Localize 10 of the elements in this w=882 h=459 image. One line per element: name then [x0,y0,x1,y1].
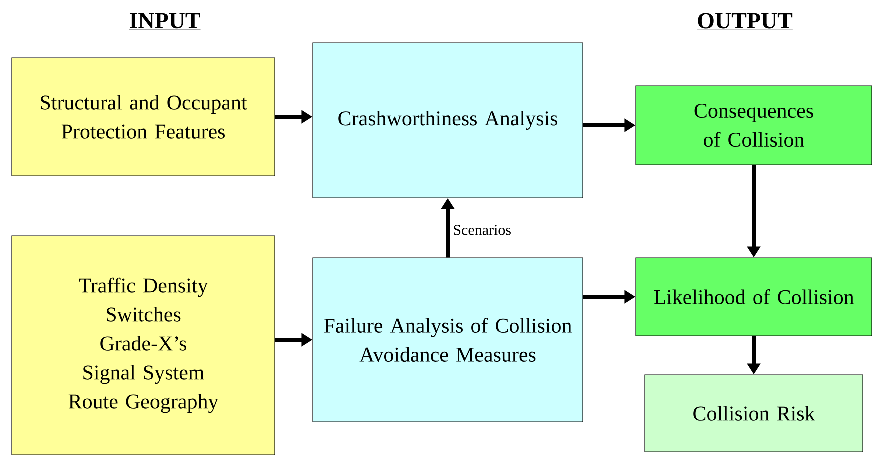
process-box: Structural and Occupant Protection Features [12,58,276,176]
process-box: Collision Risk [644,374,864,452]
edge-label: Scenarios [452,224,513,236]
process-box: Consequences of Collision [636,86,872,166]
process-box: Failure Analysis of Collision Avoidance Measures [312,258,584,422]
heading: OUTPUT [696,13,794,30]
process-box: Likelihood of Collision [636,258,872,336]
process-box: Crashworthiness Analysis [312,42,584,198]
heading: INPUT [129,13,201,30]
process-box: Traffic Density Switches Grade-X’s Signal System Route Geography [12,236,276,456]
